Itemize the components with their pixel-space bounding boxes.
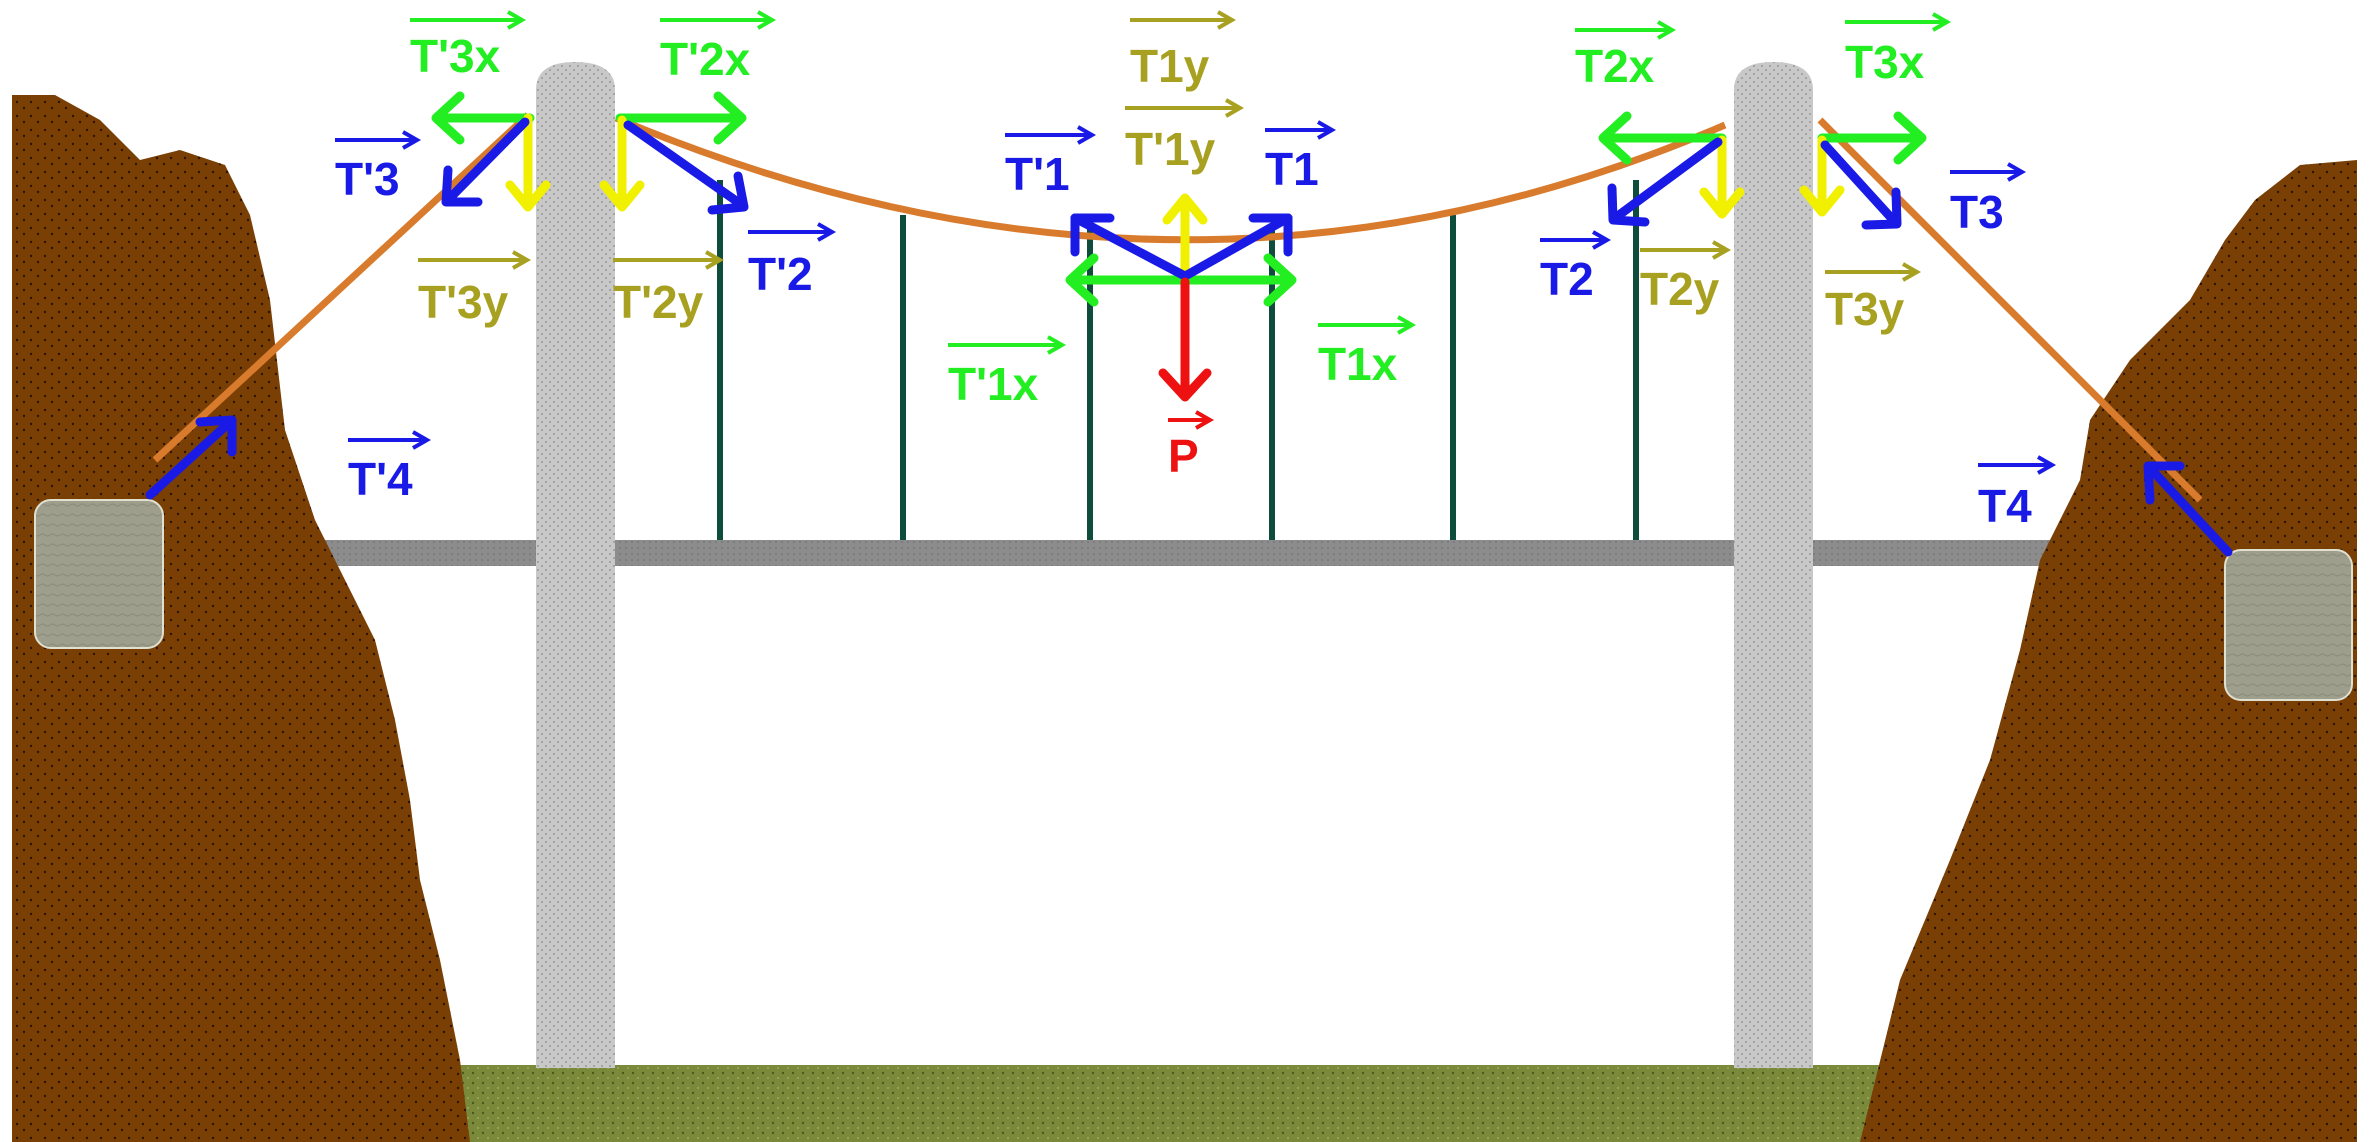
hangers	[717, 180, 1639, 540]
t4-prime-arrow	[145, 415, 237, 500]
label-t3x: T3x	[1845, 12, 1952, 88]
left-backstay-cable	[152, 112, 531, 463]
right-pylon	[1734, 62, 1813, 1068]
label-t3y: T3y	[1825, 262, 1922, 335]
label-t2y-prime: T'2y	[613, 250, 725, 328]
t2-prime-arrow	[623, 120, 749, 215]
main-cable	[152, 112, 2203, 503]
left-cliff	[12, 95, 470, 1142]
label-text: T3x	[1845, 36, 1925, 88]
label-text: P	[1168, 430, 1199, 482]
label-p: P	[1168, 410, 1215, 482]
t2x-arrow	[1598, 111, 1727, 165]
p-arrow	[1158, 277, 1212, 402]
label-text: T'2	[748, 248, 813, 300]
label-text: T'4	[348, 453, 413, 505]
label-text: T1	[1265, 143, 1319, 195]
label-text: T'3	[335, 153, 400, 205]
label-t1x-prime: T'1x	[948, 335, 1067, 410]
right-anchor-block	[2224, 549, 2353, 701]
label-t1: T1	[1265, 120, 1337, 195]
label-text: T2x	[1575, 40, 1655, 92]
label-t2-prime: T'2	[748, 222, 837, 300]
t3-arrow	[1820, 140, 1902, 230]
label-text: T'1x	[948, 358, 1039, 410]
label-text: T'1	[1005, 148, 1070, 200]
label-t1y: T1y	[1130, 10, 1237, 92]
t2x-prime-arrow	[615, 91, 747, 145]
label-t2: T2	[1540, 230, 1612, 305]
force-labels: T'3x T'2x T'3 T'3y T'2y T'2 T'4	[335, 10, 2057, 532]
t1x-prime-arrow	[1065, 253, 1188, 307]
label-t1-prime: T'1	[1005, 125, 1097, 200]
t2y-prime-arrow	[599, 115, 645, 212]
label-t4: T4	[1978, 455, 2057, 532]
t1y-prime-arrow	[1162, 193, 1208, 285]
label-text: T'3x	[410, 30, 501, 82]
label-text: T'2x	[660, 33, 751, 85]
right-backstay-cable	[1817, 117, 2203, 503]
label-text: T2	[1540, 253, 1594, 305]
label-text: T'1y	[1125, 123, 1216, 175]
label-text: T'2y	[613, 276, 704, 328]
t4-arrow	[2143, 461, 2233, 557]
label-text: T4	[1978, 480, 2032, 532]
t3x-prime-arrow	[431, 91, 535, 145]
left-anchor-block	[34, 499, 164, 649]
t1-arrow	[1182, 213, 1293, 280]
label-t3: T3	[1950, 162, 2027, 238]
t3x-arrow	[1817, 111, 1927, 165]
label-text: T1x	[1318, 338, 1398, 390]
t3y-prime-arrow	[505, 113, 551, 212]
main-span-cable	[614, 114, 1727, 244]
label-text: T1y	[1130, 40, 1210, 92]
left-pylon	[536, 62, 615, 1068]
t3y-arrow	[1799, 135, 1845, 217]
river-bed	[270, 1065, 1910, 1142]
label-t3x-prime: T'3x	[410, 10, 527, 82]
t3-prime-arrow	[441, 117, 530, 207]
t1-prime-arrow	[1070, 213, 1188, 280]
label-t2x: T2x	[1575, 20, 1677, 92]
label-t1x: T1x	[1318, 315, 1417, 390]
label-t2y: T2y	[1640, 240, 1732, 315]
label-text: T2y	[1640, 263, 1720, 315]
t2-arrow	[1607, 137, 1723, 227]
t1x-arrow	[1182, 253, 1297, 307]
label-t4-prime: T'4	[348, 430, 432, 505]
force-arrows	[145, 91, 2233, 557]
label-text: T3y	[1825, 283, 1905, 335]
label-text: T'3y	[418, 276, 509, 328]
label-text: T3	[1950, 186, 2004, 238]
label-t1y-prime: T'1y	[1125, 98, 1245, 175]
t2y-arrow	[1699, 135, 1745, 219]
right-cliff	[1860, 160, 2357, 1142]
label-t2x-prime: T'2x	[660, 10, 777, 85]
label-t3y-prime: T'3y	[418, 250, 532, 328]
label-t3-prime: T'3	[335, 130, 422, 205]
